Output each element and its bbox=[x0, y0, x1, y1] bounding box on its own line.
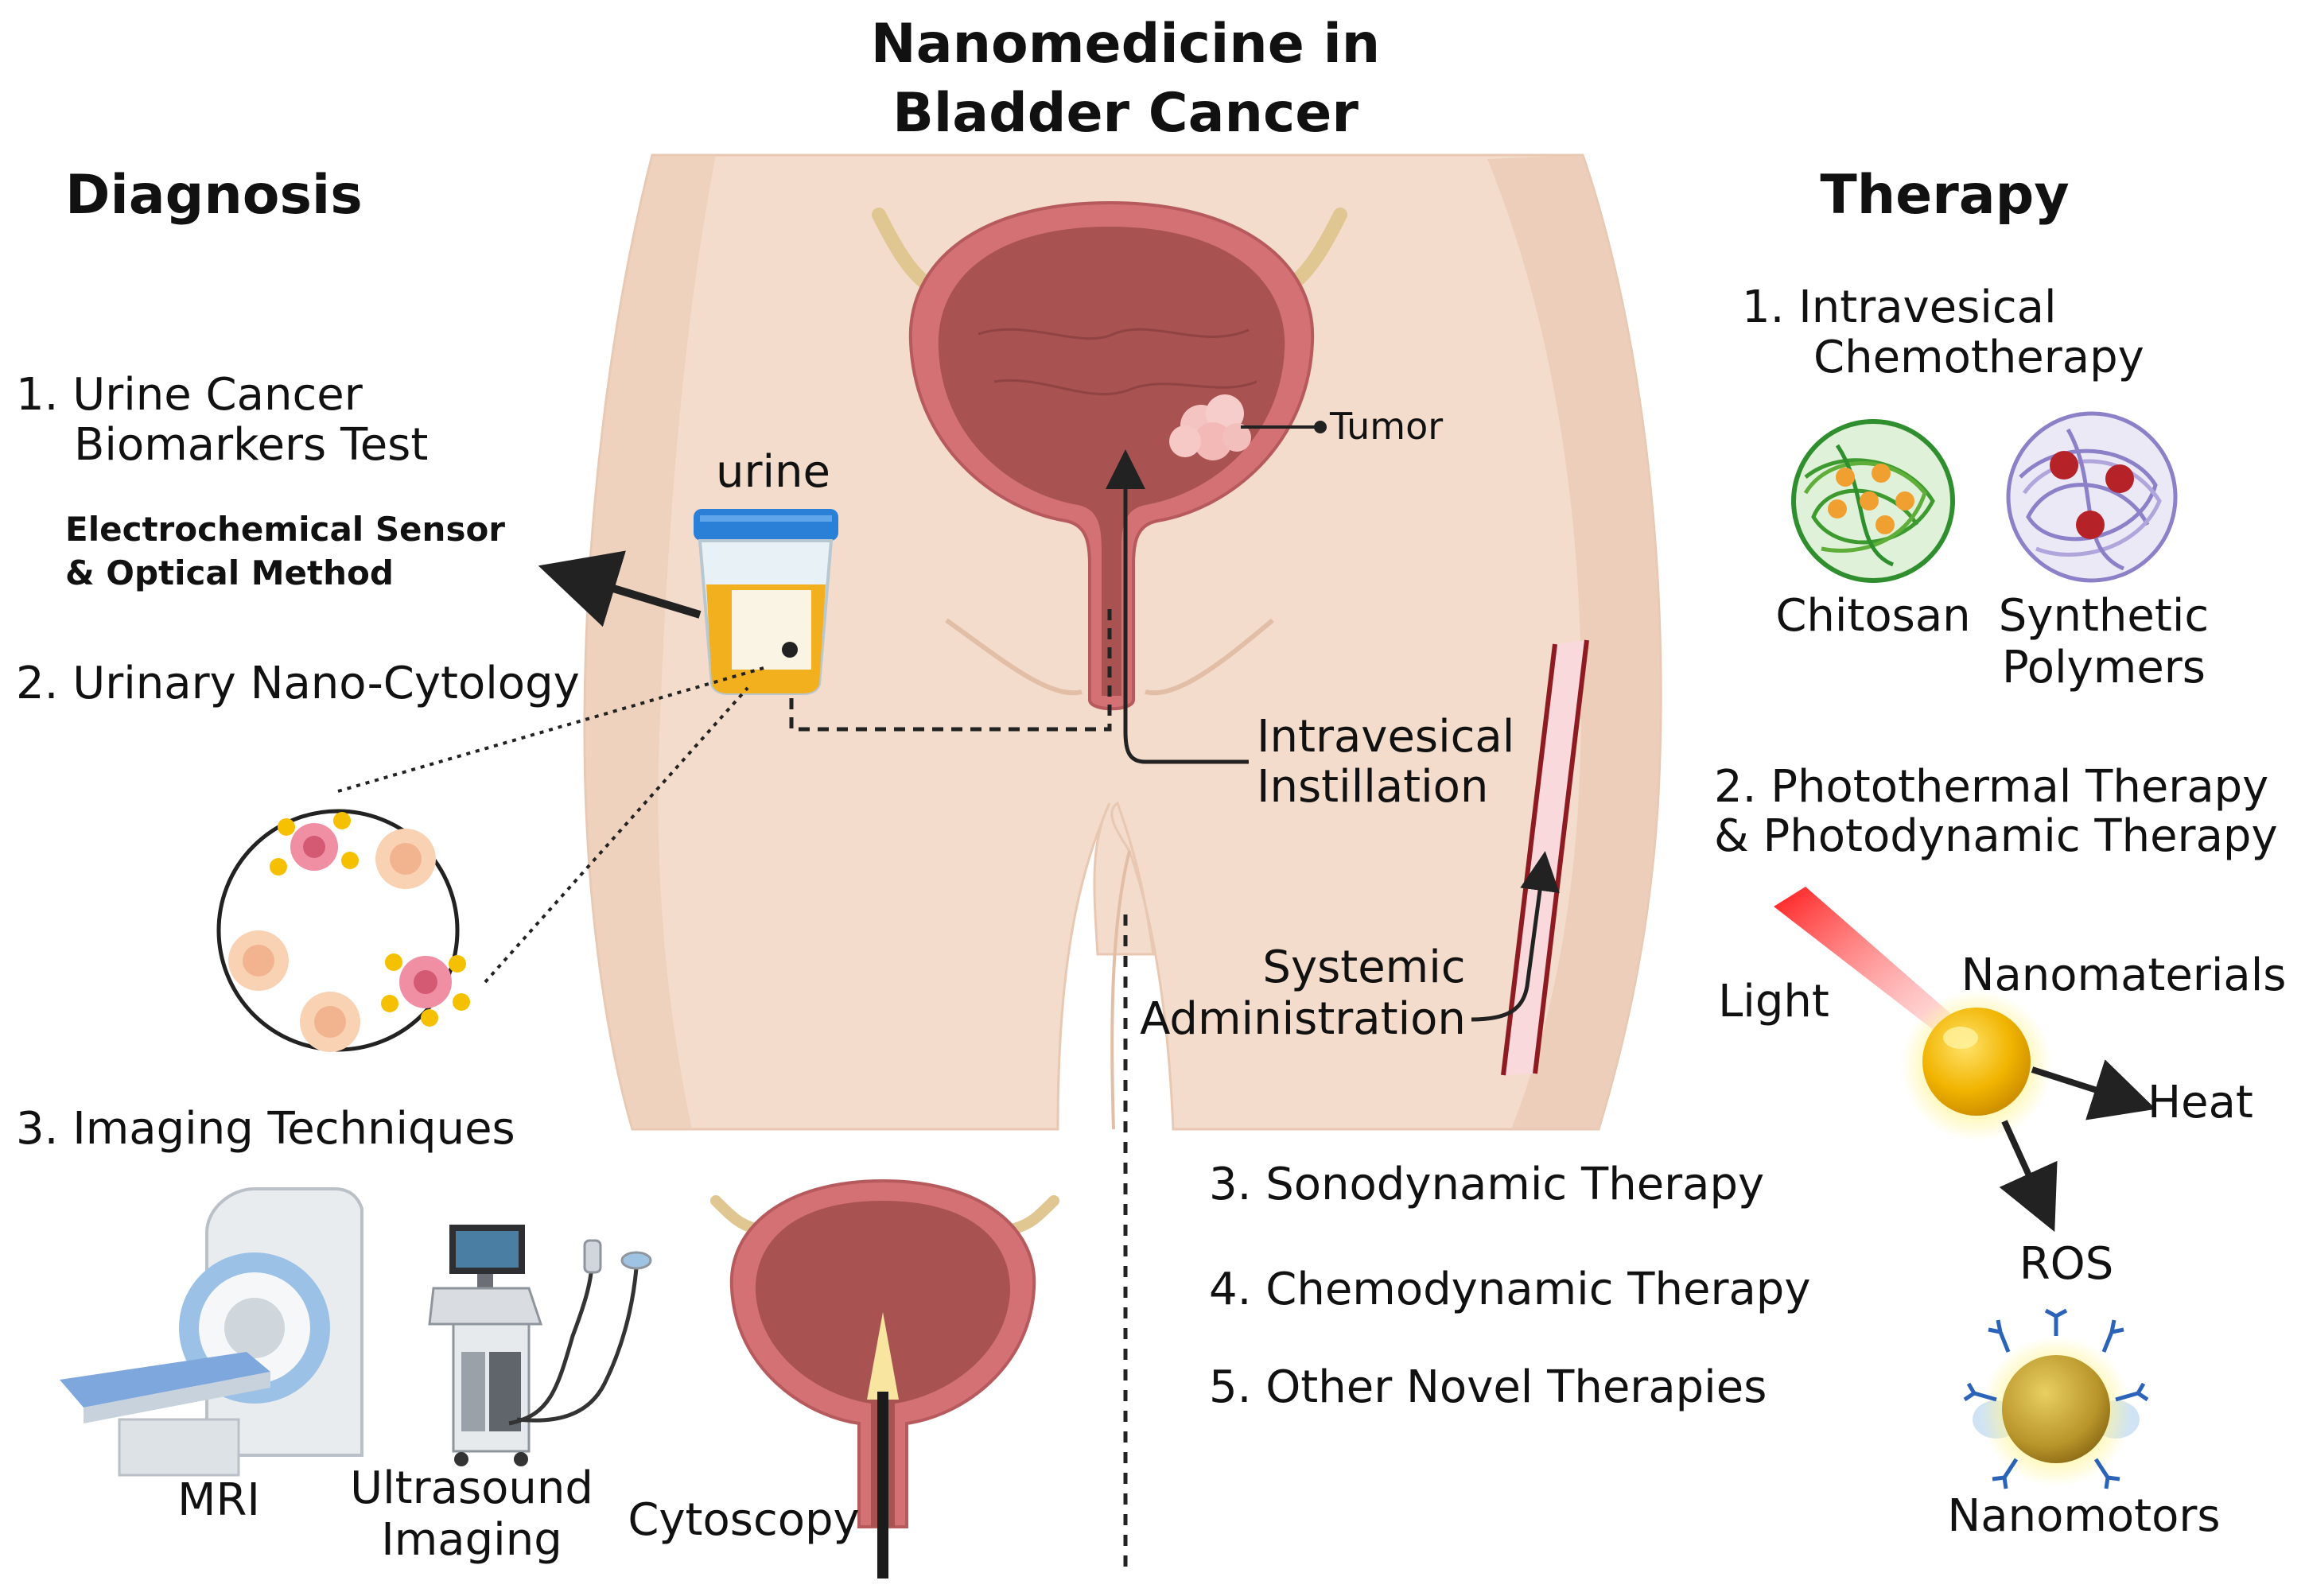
nanomotor-icon bbox=[1963, 1308, 2149, 1489]
diagnosis-item1-line1: 1. Urine Cancer bbox=[16, 369, 363, 421]
ultrasound-label-line2: Imaging bbox=[381, 1514, 562, 1566]
ultrasound-label-line1: Ultrasound bbox=[350, 1462, 593, 1514]
heat-label: Heat bbox=[2148, 1077, 2253, 1128]
ros-label: ROS bbox=[2019, 1238, 2114, 1290]
instillation-arrow bbox=[789, 449, 1249, 764]
blood-vessel bbox=[1471, 639, 1589, 1076]
diagnosis-arrow bbox=[538, 550, 702, 627]
cytoscopy-label: Cytoscopy bbox=[628, 1494, 859, 1546]
mri-label: MRI bbox=[177, 1474, 260, 1526]
synthetic-polymer-nanoparticle-icon bbox=[2006, 411, 2178, 583]
diagnosis-item2: 2. Urinary Nano-Cytology bbox=[16, 658, 580, 709]
systemic-label-line1: Systemic bbox=[1262, 942, 1465, 993]
light-label: Light bbox=[1718, 976, 1829, 1027]
synthetic-label-line2: Polymers bbox=[2002, 642, 2206, 693]
synthetic-label-line1: Synthetic bbox=[1999, 590, 2209, 642]
therapy-heading: Therapy bbox=[1820, 164, 2069, 227]
figure-title-line2: Bladder Cancer bbox=[892, 82, 1359, 145]
nanomotors-label: Nanomotors bbox=[1947, 1490, 2220, 1542]
diagnosis-methods-line2: & Optical Method bbox=[65, 553, 394, 592]
systemic-label-line2: Administration bbox=[1140, 993, 1466, 1045]
therapy-item3: 3. Sonodynamic Therapy bbox=[1209, 1159, 1764, 1210]
therapy-item5: 5. Other Novel Therapies bbox=[1209, 1361, 1767, 1413]
diagnosis-item3: 3. Imaging Techniques bbox=[16, 1103, 515, 1155]
instillation-label-line1: Intravesical bbox=[1257, 711, 1514, 763]
heat-arrow bbox=[2031, 1059, 2156, 1120]
nanomaterials-label: Nanomaterials bbox=[1961, 949, 2287, 1001]
gold-nanomaterial-icon bbox=[1901, 990, 2052, 1141]
diagnosis-heading: Diagnosis bbox=[65, 164, 363, 227]
therapy-item1-line2: Chemotherapy bbox=[1813, 332, 2144, 383]
diagnosis-item1-line2: Biomarkers Test bbox=[74, 419, 428, 471]
light-beam-icon bbox=[1774, 887, 1965, 1042]
chitosan-nanoparticle-icon bbox=[1791, 419, 1955, 583]
urine-label: urine bbox=[716, 446, 830, 498]
therapy-item2-line1: 2. Photothermal Therapy bbox=[1714, 761, 2268, 813]
instillation-label-line2: Instillation bbox=[1257, 761, 1488, 813]
cystoscopy-bladder-icon bbox=[710, 1179, 1059, 1579]
chitosan-label: Chitosan bbox=[1775, 590, 1970, 642]
therapy-item1-line1: 1. Intravesical bbox=[1742, 282, 2057, 333]
mri-machine-icon bbox=[60, 1187, 363, 1477]
therapy-item4: 4. Chemodynamic Therapy bbox=[1209, 1264, 1810, 1315]
cytology-zoom bbox=[216, 666, 764, 1052]
ultrasound-machine-icon bbox=[428, 1225, 652, 1466]
ros-arrow bbox=[1999, 1120, 2058, 1233]
tumor-mass bbox=[1169, 394, 1327, 460]
figure-title-line1: Nanomedicine in bbox=[871, 13, 1380, 76]
therapy-item2-line2: & Photodynamic Therapy bbox=[1714, 810, 2278, 862]
tumor-label: Tumor bbox=[1329, 405, 1443, 448]
diagnosis-methods-line1: Electrochemical Sensor bbox=[65, 510, 505, 549]
urine-cup-icon bbox=[694, 509, 838, 695]
